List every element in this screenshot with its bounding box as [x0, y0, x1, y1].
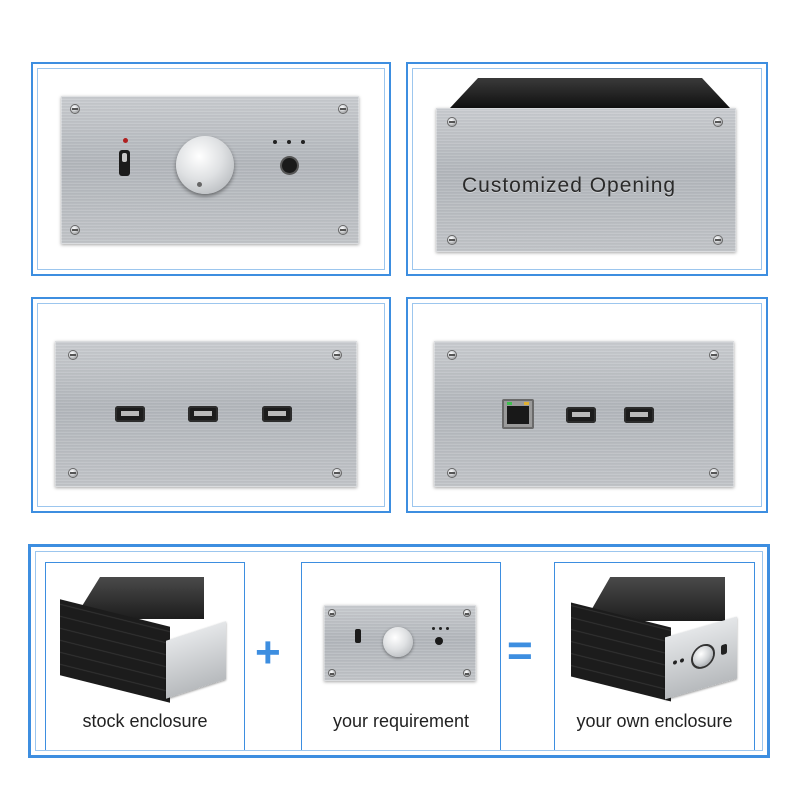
- volume-knob: [176, 136, 234, 194]
- screw: [448, 469, 456, 477]
- screw: [69, 351, 77, 359]
- screw: [339, 105, 347, 113]
- equals-icon: =: [507, 626, 533, 675]
- indicator-led: [123, 138, 128, 143]
- front-panel-usb: [55, 341, 357, 487]
- usb-port: [262, 406, 292, 422]
- stock-enclosure-label: stock enclosure: [82, 711, 208, 731]
- result-enclosure-label: your own enclosure: [576, 711, 733, 731]
- result-enclosure-card: your own enclosure: [554, 562, 755, 751]
- requirement-label: your requirement: [332, 711, 470, 731]
- requirement-card: your requirement: [301, 562, 501, 751]
- front-panel-ethernet: [434, 341, 734, 487]
- screw: [69, 469, 77, 477]
- screw: [710, 469, 718, 477]
- plus-icon: +: [255, 628, 281, 677]
- front-panel-knob: [61, 96, 359, 244]
- screw: [329, 610, 335, 616]
- panel-frame-ethernet: [406, 297, 768, 513]
- ethernet-port: [502, 399, 534, 429]
- panel-frame-custom-opening: Customized Opening: [406, 62, 768, 276]
- screw: [333, 469, 341, 477]
- screw: [448, 118, 456, 126]
- screw: [448, 351, 456, 359]
- requirement-panel-image: [324, 605, 476, 681]
- panel-frame-usb: [31, 297, 391, 513]
- front-panel-blank: Customized Opening: [436, 108, 736, 252]
- screw: [329, 670, 335, 676]
- screw: [714, 118, 722, 126]
- screw: [71, 226, 79, 234]
- usb-port: [188, 406, 218, 422]
- screw: [714, 236, 722, 244]
- screw: [464, 610, 470, 616]
- screw: [339, 226, 347, 234]
- result-enclosure-image: [565, 573, 745, 703]
- headphone-jack: [282, 158, 297, 173]
- combination-frame: stock enclosure + your requirement =: [28, 544, 770, 758]
- screw: [464, 670, 470, 676]
- toggle-switch: [119, 150, 130, 176]
- screw: [710, 351, 718, 359]
- usb-port: [624, 407, 654, 423]
- usb-port: [566, 407, 596, 423]
- custom-opening-label: Customized Opening: [462, 174, 677, 197]
- usb-port: [115, 406, 145, 422]
- screw: [333, 351, 341, 359]
- stock-enclosure-card: stock enclosure: [45, 562, 245, 751]
- screw: [71, 105, 79, 113]
- screw: [448, 236, 456, 244]
- panel-frame-knob: [31, 62, 391, 276]
- stock-enclosure-image: [56, 573, 234, 703]
- enclosure-top-edge: [450, 78, 730, 108]
- status-dots: [273, 140, 313, 146]
